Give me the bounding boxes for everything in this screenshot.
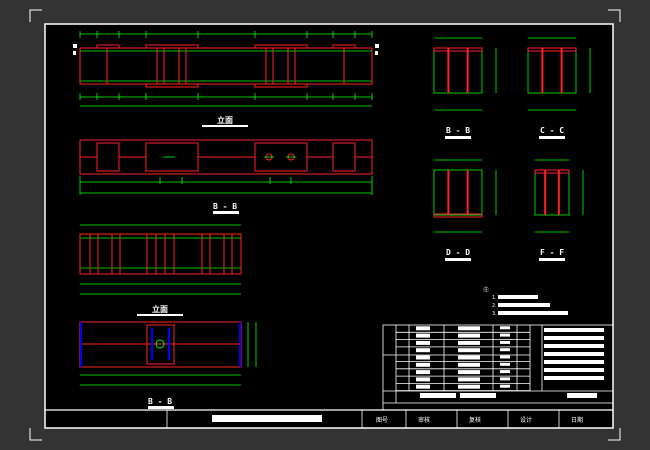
title-cell-4: 日期 xyxy=(571,416,583,424)
section-label: F - F xyxy=(540,248,564,257)
plan-label: B - B xyxy=(213,202,237,211)
title-cell-1: 审核 xyxy=(418,416,430,424)
title-strip: 图号 审核 复核 设计 日期 xyxy=(45,409,613,428)
section-view: B - B xyxy=(433,37,497,139)
side-elevation-title: 立面 xyxy=(152,304,168,314)
title-cell-2: 复核 xyxy=(469,416,481,424)
section-label: C - C xyxy=(540,126,564,135)
sheet-border xyxy=(44,23,614,429)
material-table xyxy=(382,324,614,411)
note-2: 2. xyxy=(492,303,497,309)
notes: 注: 1. 2. 3. xyxy=(483,286,568,317)
note-3: 3. xyxy=(492,311,497,317)
notes-heading: 注: xyxy=(483,286,490,293)
section-view: D - D xyxy=(433,159,497,261)
section-view: C - C xyxy=(527,37,591,139)
side-elevation-view: 立面 xyxy=(79,224,242,316)
section-label: B - B xyxy=(446,126,470,135)
bottom-plan-view: B - B xyxy=(79,321,257,409)
section-view: F - F xyxy=(534,159,584,261)
section-label: D - D xyxy=(446,248,470,257)
elevation-title: 立面 xyxy=(217,115,233,125)
note-1: 1. xyxy=(492,295,497,301)
title-cell-0: 图号 xyxy=(376,417,388,424)
crop-marks xyxy=(29,9,621,441)
title-cell-3: 设计 xyxy=(520,416,532,424)
plan-view: B - B xyxy=(79,139,373,214)
elevation-view: 立面 xyxy=(73,31,379,127)
section-views: B - B C - C D - D F - F xyxy=(433,37,591,261)
bottom-plan-label: B - B xyxy=(148,397,172,406)
